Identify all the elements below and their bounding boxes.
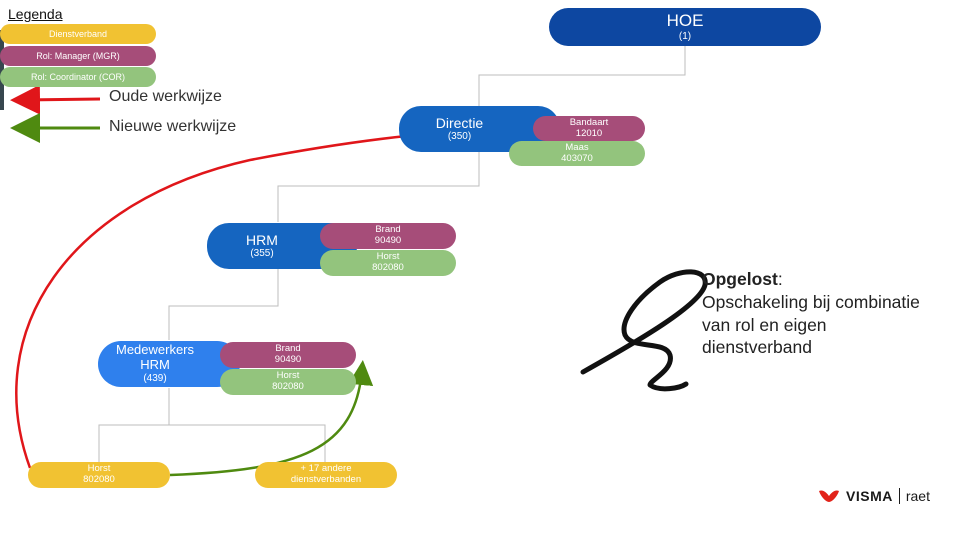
legend-red-arrow bbox=[10, 84, 101, 115]
tag-hrm-coordinator: Horst 802080 bbox=[320, 250, 456, 276]
tag-hrm-manager: Brand 90490 bbox=[320, 223, 456, 249]
solved-title: Opgelost bbox=[702, 269, 778, 289]
node-medewerkers-code: (439) bbox=[143, 373, 167, 385]
tag-medewerkers-manager-name: Brand bbox=[275, 343, 301, 355]
node-medewerkers-name-2: HRM bbox=[140, 357, 170, 373]
node-hrm-code: (355) bbox=[250, 248, 274, 260]
tag-medewerkers-coordinator-code: 802080 bbox=[272, 381, 304, 392]
tag-medewerkers-manager: Brand 90490 bbox=[220, 342, 356, 368]
tag-hrm-coordinator-code: 802080 bbox=[372, 262, 404, 273]
line-directie-hrm bbox=[277, 150, 480, 222]
legend-coordinator: Rol: Coordinator (COR) bbox=[0, 67, 156, 87]
employee-horst: Horst 802080 bbox=[28, 462, 170, 488]
solved-line-1: Opschakeling bij combinatie bbox=[702, 291, 920, 312]
line-medewerkers-employees bbox=[98, 388, 170, 462]
brand-visma: VISMA bbox=[846, 488, 893, 504]
employee-others-line2: dienstverbanden bbox=[290, 474, 362, 485]
new-way-arrow bbox=[169, 360, 374, 477]
solved-colon: : bbox=[777, 269, 783, 289]
legend-new-way: Nieuwe werkwijze bbox=[109, 118, 237, 135]
visma-mark-icon bbox=[819, 490, 839, 502]
employee-others: + 17 andere dienstverbanden bbox=[255, 462, 397, 488]
solved-line-2: van rol en eigen bbox=[702, 314, 827, 335]
node-medewerkers-name-1: Medewerkers bbox=[115, 342, 195, 358]
line-hoe-directie bbox=[478, 46, 686, 106]
node-directie-code: (350) bbox=[447, 131, 472, 143]
brand-raet: raet bbox=[905, 488, 930, 504]
node-directie-name: Directie bbox=[435, 115, 484, 132]
tag-hrm-manager-code: 90490 bbox=[374, 235, 402, 246]
line-hrm-medewerkers bbox=[168, 268, 279, 340]
signature-scribble bbox=[580, 269, 708, 392]
brand-divider bbox=[898, 488, 900, 504]
tag-medewerkers-manager-code: 90490 bbox=[274, 354, 302, 365]
tag-directie-coordinator-name: Maas bbox=[565, 141, 589, 153]
solved-block: Opgelost: Opschakeling bij combinatie va… bbox=[702, 268, 920, 359]
line-medewerkers-others bbox=[169, 424, 326, 462]
legend-manager: Rol: Manager (MGR) bbox=[0, 46, 156, 66]
legend-title: Legenda bbox=[8, 6, 63, 22]
tag-hrm-coordinator-name: Horst bbox=[376, 251, 400, 263]
tag-hrm-manager-name: Brand bbox=[375, 224, 401, 236]
tag-directie-coordinator: Maas 403070 bbox=[509, 141, 645, 166]
tag-directie-manager-code: 12010 bbox=[575, 127, 603, 139]
legend-old-way: Oude werkwijze bbox=[109, 88, 222, 105]
employee-others-line1: + 17 andere bbox=[300, 463, 352, 475]
node-hoe-code: (1) bbox=[678, 31, 692, 43]
node-medewerkers-hrm: Medewerkers HRM (439) bbox=[98, 341, 240, 387]
tag-medewerkers-coordinator: Horst 802080 bbox=[220, 369, 356, 395]
tag-medewerkers-coordinator-name: Horst bbox=[276, 370, 300, 382]
solved-line-3: dienstverband bbox=[702, 337, 812, 358]
node-hrm-name: HRM bbox=[246, 232, 278, 249]
legend-dienstverband: Dienstverband bbox=[0, 24, 156, 44]
tag-directie-manager-name: Bandaart bbox=[569, 116, 609, 128]
tag-directie-manager: Bandaart 12010 bbox=[533, 116, 645, 141]
tag-directie-coordinator-code: 403070 bbox=[561, 152, 593, 164]
brand-logo: VISMA raet bbox=[818, 488, 930, 504]
node-hoe: HOE (1) bbox=[549, 8, 821, 46]
old-way-arrow bbox=[15, 115, 538, 469]
employee-horst-code: 802080 bbox=[83, 474, 115, 485]
employee-horst-name: Horst bbox=[87, 463, 111, 475]
node-hoe-name: HOE bbox=[666, 11, 704, 31]
